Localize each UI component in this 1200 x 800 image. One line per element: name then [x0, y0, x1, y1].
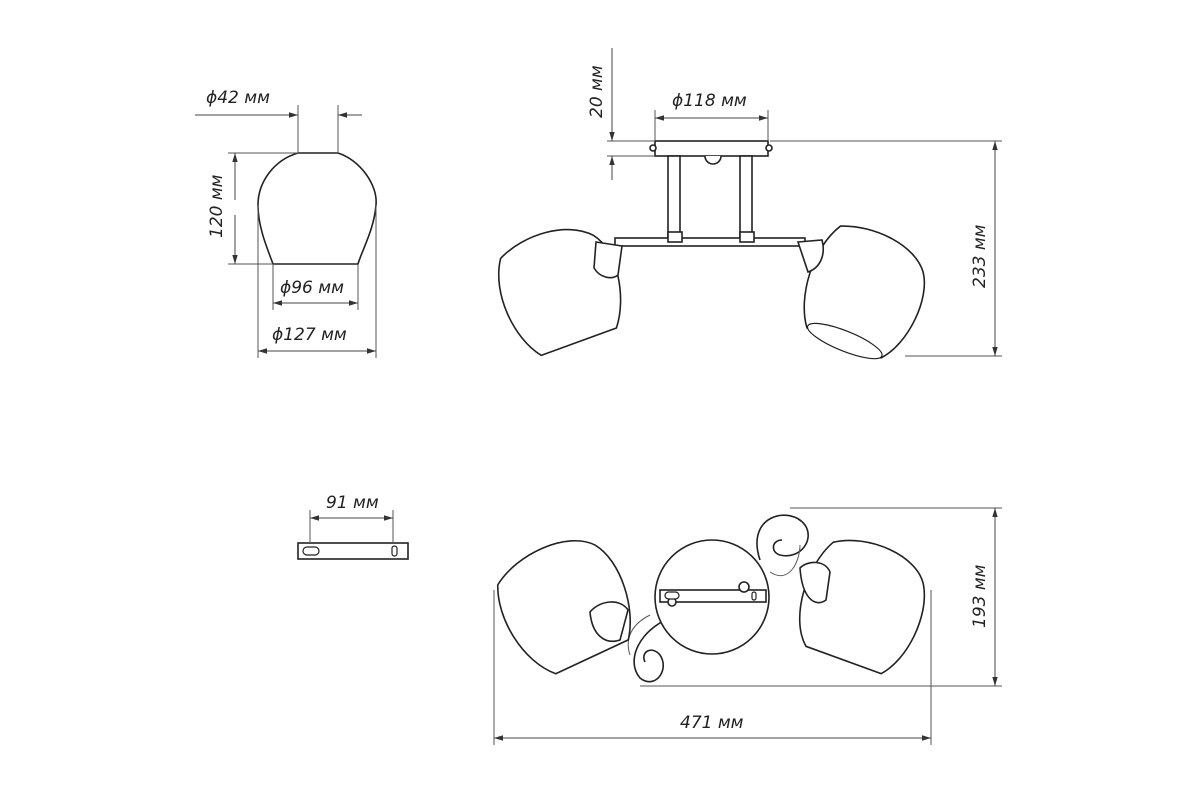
canopy-plate: [654, 140, 769, 157]
right-shade: [803, 225, 926, 359]
bracket-detail: 91 мм: [297, 493, 409, 560]
dim-total-height: 233 мм: [970, 224, 990, 288]
dim-bracket-length: 91 мм: [326, 493, 379, 513]
side-view: 20 мм ϕ118 мм 233 мм: [498, 48, 1002, 360]
shade-outline: [257, 152, 377, 265]
scroll-arm-upper: [756, 514, 809, 561]
left-shade: [498, 228, 622, 357]
dim-shade-height: 120 мм: [207, 174, 227, 238]
dim-canopy-height: 20 мм: [587, 65, 607, 118]
dim-canopy-diameter: ϕ118 мм: [672, 91, 747, 111]
arm-bar: [614, 237, 806, 247]
shade-detail: ϕ42 мм 120 мм ϕ96 мм ϕ127 мм: [195, 88, 377, 358]
right-shade-top: [798, 539, 926, 675]
support-rod-left: [667, 155, 681, 239]
dim-total-width: 471 мм: [680, 713, 744, 733]
top-view: 193 мм 471 мм: [493, 507, 1002, 745]
dim-shade-bottom-diameter: ϕ96 мм: [280, 278, 344, 298]
support-rod-right: [739, 155, 753, 239]
left-shade-top: [496, 540, 632, 675]
scroll-arm-lower: [633, 617, 671, 683]
dim-shade-top-diameter: ϕ42 мм: [206, 88, 270, 108]
canopy-bracket-bar: [659, 589, 767, 603]
mounting-bracket: [297, 542, 409, 560]
dim-total-depth: 193 мм: [970, 564, 990, 628]
dim-shade-max-diameter: ϕ127 мм: [272, 325, 347, 345]
